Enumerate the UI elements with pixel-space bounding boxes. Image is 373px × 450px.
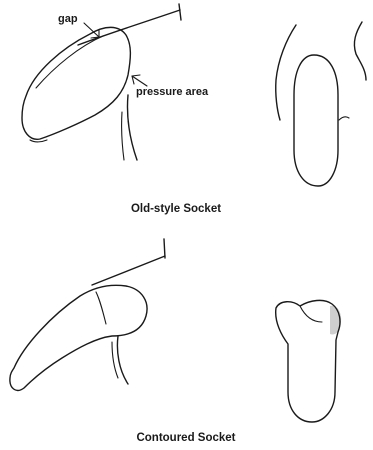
old-side-body-tick: [179, 4, 181, 20]
contoured-socket-side-view: [10, 239, 165, 390]
old-side-lower-contour-2: [122, 112, 124, 160]
old-front-right-shoulder: [354, 22, 366, 80]
old-side-socket-outline: [22, 27, 130, 139]
old-socket-front-view: Old-style Socket: [131, 22, 366, 215]
pressure-area-arrow: [132, 76, 147, 86]
gap-label: gap: [58, 13, 78, 25]
contoured-side-body-line: [92, 256, 165, 285]
contoured-side-socket-outline: [10, 285, 147, 390]
old-socket-side-view: gap pressure area: [22, 4, 209, 160]
old-front-right-tick: [339, 117, 349, 120]
old-front-left-shoulder: [276, 25, 296, 120]
contoured-front-inner-curve: [300, 306, 322, 322]
old-side-gap-line: [36, 36, 103, 88]
contoured-side-lower-contour: [117, 336, 128, 384]
contoured-side-inner-line: [96, 292, 106, 324]
old-side-lower-contour: [127, 95, 137, 160]
contoured-side-body-tick: [164, 239, 165, 258]
pressure-area-arrowhead: [132, 75, 140, 84]
old-side-body-line: [78, 10, 180, 45]
old-side-end-mark: [30, 140, 47, 142]
old-style-caption: Old-style Socket: [131, 203, 221, 215]
contoured-socket-front-view: Contoured Socket: [136, 300, 341, 444]
old-front-socket-outline: [294, 55, 338, 186]
pressure-area-label: pressure area: [136, 86, 209, 98]
contoured-caption: Contoured Socket: [136, 432, 235, 444]
